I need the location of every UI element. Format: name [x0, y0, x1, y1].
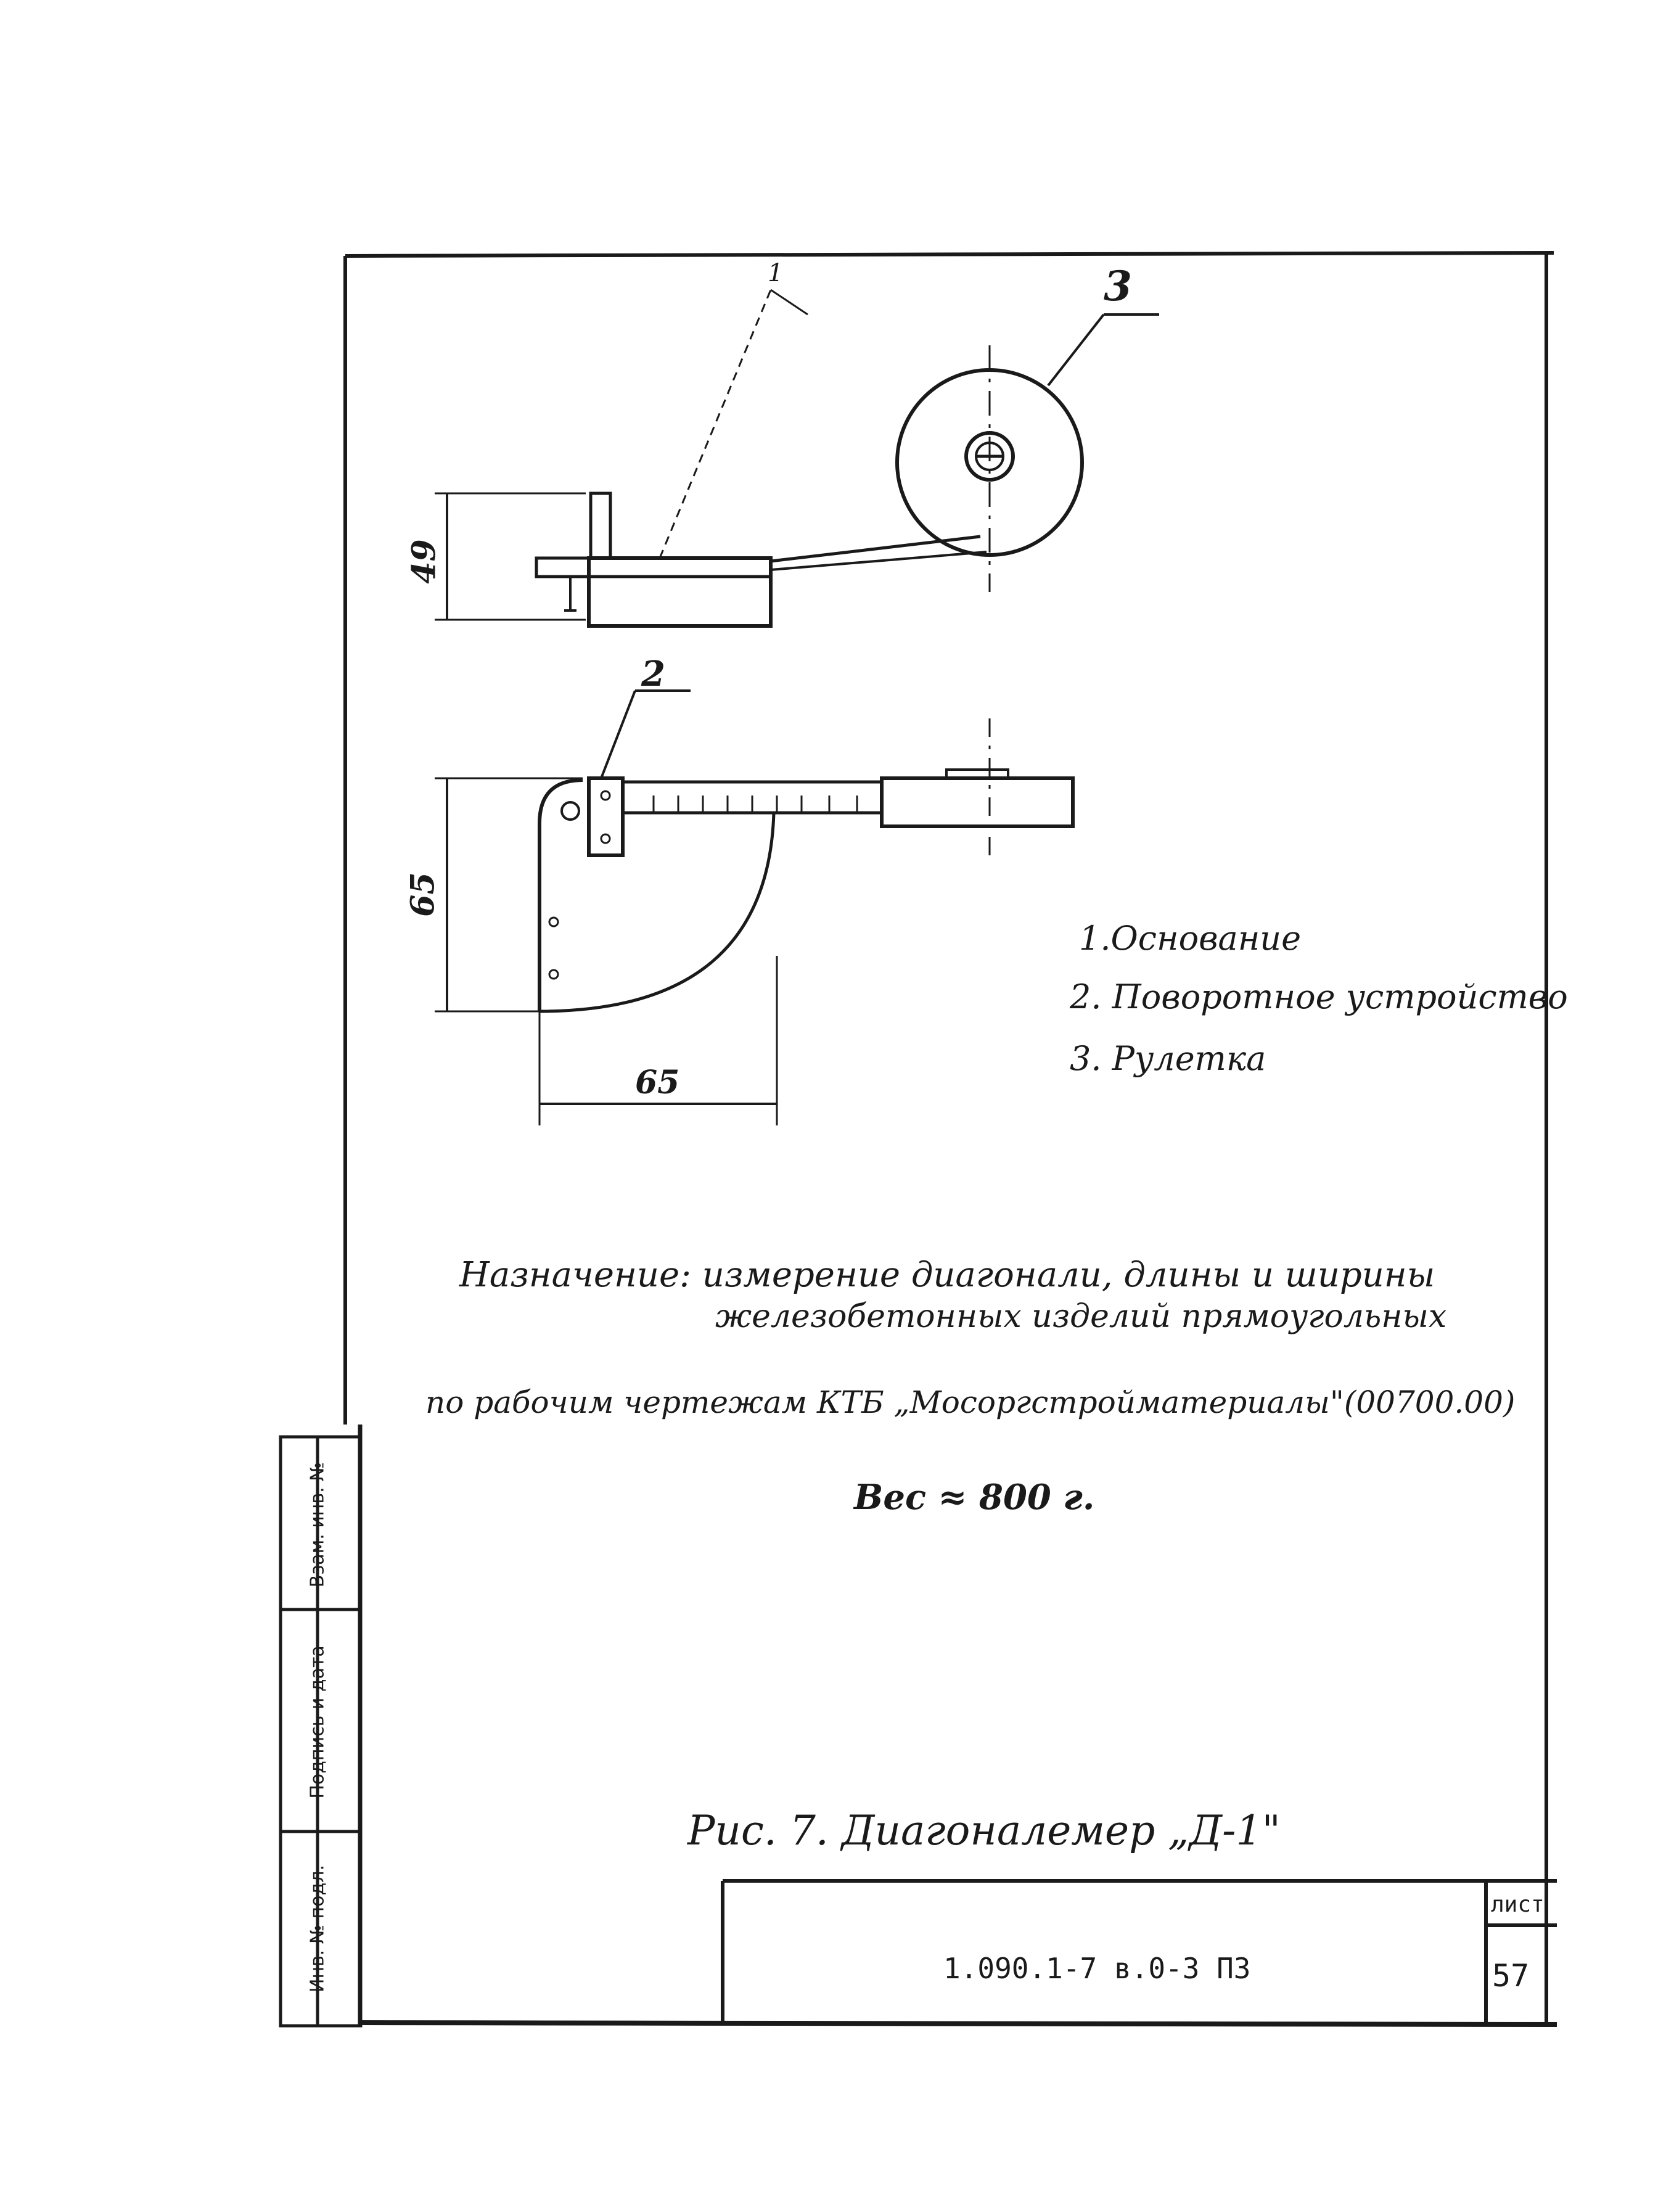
- legend-item-rotary: 2. Поворотное устройство: [1070, 977, 1568, 1016]
- title-block-frame: [721, 1879, 1557, 2025]
- dim-height-label: 49: [405, 539, 443, 584]
- callout-tape: 3: [1104, 262, 1132, 310]
- dim-horizontal-label: 65: [635, 1064, 680, 1101]
- purpose-line-3: по рабочим чертежам КТБ „Мосоргстроймате…: [425, 1384, 1516, 1420]
- legend-item-tape: 3. Рулетка: [1070, 1039, 1266, 1078]
- document-code: 1.090.1-7 в.0-3 ПЗ: [943, 1952, 1251, 1985]
- side-view: [435, 289, 1159, 628]
- dim-vertical-label: 65: [404, 872, 442, 917]
- stamp-cell-original-inv: Инв. № подл.: [306, 1865, 329, 1992]
- frame: [343, 251, 1557, 2027]
- sheet-label: лист: [1491, 1892, 1545, 1917]
- legend-item-base: 1.Основание: [1079, 919, 1302, 958]
- side-stamp-frame: [279, 1435, 363, 2028]
- weight-text: Вес ≈ 800 г.: [854, 1477, 1095, 1518]
- callout-base: 1: [768, 259, 784, 287]
- purpose-line-1: Назначение: измерение диагонали, длины и…: [459, 1255, 1435, 1295]
- stamp-cell-signature-date: Подпись и дата: [306, 1645, 329, 1799]
- plan-view: [435, 689, 1075, 1125]
- callout-rotary: 2: [641, 654, 665, 694]
- purpose-line-2: железобетонных изделий прямоугольных: [715, 1298, 1447, 1335]
- figure-caption: Рис. 7. Диагоналемер „Д-1": [687, 1807, 1281, 1854]
- sheet-number: 57: [1492, 1958, 1530, 1994]
- stamp-cell-replace-inv: Взам. инв. №: [306, 1462, 329, 1588]
